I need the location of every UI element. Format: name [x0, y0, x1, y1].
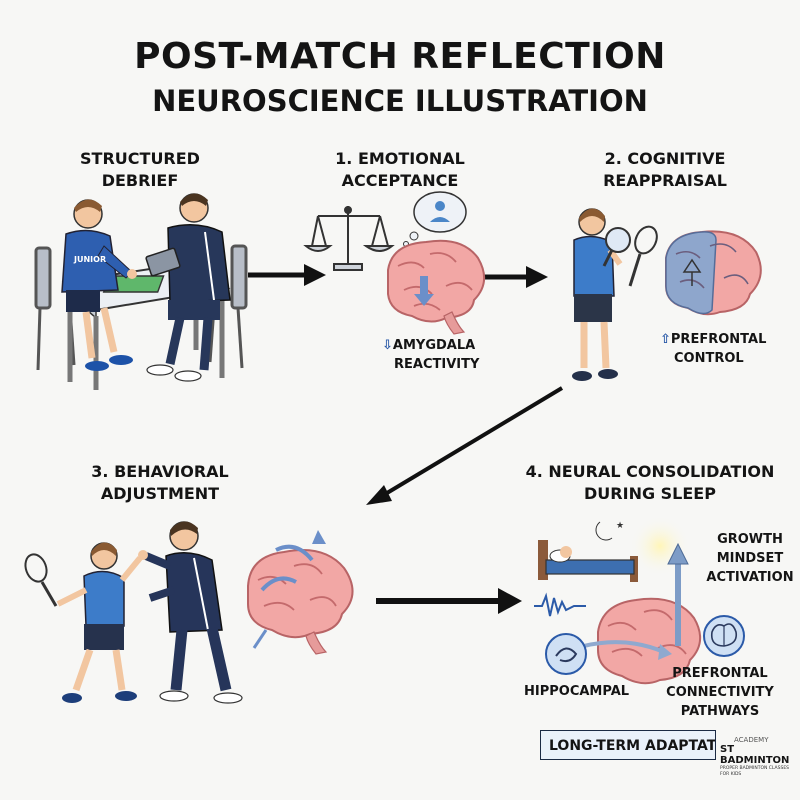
- bed-icon: [538, 540, 638, 582]
- growth-arrow-icon: [667, 542, 689, 646]
- logo-main-text: ST BADMINTON: [720, 744, 790, 766]
- pfc-connectivity-line3: PATHWAYS: [680, 704, 760, 719]
- page-subtitle: NEUROSCIENCE ILLUSTRATION: [152, 84, 648, 118]
- arrow-behavioral-to-consolidation: [376, 588, 522, 614]
- academy-logo: ACADEMY ST BADMINTON PROPER BADMINTON CL…: [720, 736, 792, 777]
- emotional-heading: 1. EMOTIONAL ACCEPTANCE: [320, 148, 480, 192]
- growth-label-line2: MINDSET: [716, 551, 784, 566]
- pfc-connectivity-line1: PREFRONTAL: [672, 666, 768, 681]
- consolidation-scene: ★: [534, 516, 745, 685]
- cognitive-heading: 2. COGNITIVE REAPPRAISAL: [580, 148, 750, 192]
- arrow-emotional-to-cognitive: [480, 266, 548, 288]
- hippocampal-label: HIPPOCAMPAL: [524, 684, 630, 699]
- growth-label-line3: ACTIVATION: [706, 570, 794, 585]
- cognitive-scene: [572, 208, 762, 381]
- down-arrow-icon: ⇩: [382, 338, 393, 353]
- behavioral-heading: 3. BEHAVIORAL ADJUSTMENT: [70, 461, 250, 505]
- debrief-scene: [34, 193, 248, 390]
- hippocampus-circle-icon: [545, 633, 587, 675]
- arrow-cognitive-to-behavioral: [366, 386, 564, 505]
- debrief-heading: STRUCTURED DEBRIEF: [60, 148, 220, 192]
- amygdala-label: ⇩AMYGDALA REACTIVITY: [382, 336, 522, 374]
- emotional-heading-line1: 1. EMOTIONAL: [335, 149, 465, 168]
- brain-amygdala-icon: [387, 239, 485, 335]
- long-term-adaptation-banner: LONG-TERM ADAPTAT: [540, 730, 716, 760]
- flow-arrows: [248, 264, 564, 614]
- page-title: POST-MATCH REFLECTION: [134, 36, 666, 77]
- brain-prefrontal-icon: [665, 230, 762, 316]
- player-with-magnifier: [572, 208, 631, 381]
- chair-left: [34, 246, 76, 371]
- coach-seated: [145, 193, 231, 382]
- pfc-connectivity-line2: CONNECTIVITY: [666, 685, 774, 700]
- growth-label-line1: GROWTH: [717, 532, 783, 547]
- behavioral-heading-line1: 3. BEHAVIORAL: [91, 462, 229, 481]
- prefrontal-connectivity-label: PREFRONTAL CONNECTIVITY PATHWAYS: [660, 664, 780, 721]
- player-high-five: [56, 542, 143, 703]
- jersey-text: JUNIOR: [73, 255, 106, 264]
- prefrontal-control-line2: CONTROL: [674, 351, 744, 366]
- up-arrow-icon: ⇧: [660, 332, 671, 347]
- prefrontal-control-line1: PREFRONTAL: [670, 332, 767, 347]
- consolidation-heading: 4. NEURAL CONSOLIDATION DURING SLEEP: [520, 461, 780, 505]
- growth-mindset-label: GROWTH MINDSET ACTIVATION: [700, 530, 800, 587]
- player-seated: [61, 199, 137, 371]
- emotional-heading-line2: ACCEPTANCE: [341, 171, 459, 190]
- behavioral-heading-line2: ADJUSTMENT: [100, 484, 220, 503]
- debrief-heading-line1: STRUCTURED: [80, 149, 200, 168]
- brain-consolidation-icon: [583, 597, 701, 685]
- prefrontal-control-label: ⇧PREFRONTAL CONTROL: [660, 330, 790, 368]
- chair-right: [208, 244, 248, 369]
- balance-scale-icon: [303, 206, 395, 271]
- racket-icon: [628, 225, 658, 287]
- arrow-debrief-to-emotional: [248, 264, 326, 286]
- racket-small-icon: [24, 553, 58, 607]
- moon-stars-icon: ★: [595, 521, 624, 541]
- logo-sub-text: PROPER BADMINTON CLASSES FOR KIDS: [720, 766, 790, 777]
- amygdala-label-line1: AMYGDALA: [392, 338, 476, 353]
- consolidation-heading-line2: DURING SLEEP: [584, 484, 716, 503]
- prefrontal-circle-icon: [703, 615, 745, 657]
- emotional-scene: [303, 191, 485, 335]
- behavioral-scene: [24, 521, 354, 704]
- consolidation-heading-line1: 4. NEURAL CONSOLIDATION: [525, 462, 775, 481]
- coach-high-five: [138, 521, 243, 704]
- svg-text:★: ★: [616, 521, 624, 531]
- amygdala-label-line2: REACTIVITY: [394, 357, 480, 372]
- brain-rewiring-icon: [247, 530, 354, 655]
- thought-bubble-icon: [403, 191, 467, 247]
- brain-wave-icon: [534, 592, 586, 617]
- debrief-heading-line2: DEBRIEF: [101, 171, 179, 190]
- cognitive-heading-line1: 2. COGNITIVE: [604, 149, 726, 168]
- cognitive-heading-line2: REAPPRAISAL: [603, 171, 727, 190]
- logo-academy-text: ACADEMY: [734, 736, 769, 744]
